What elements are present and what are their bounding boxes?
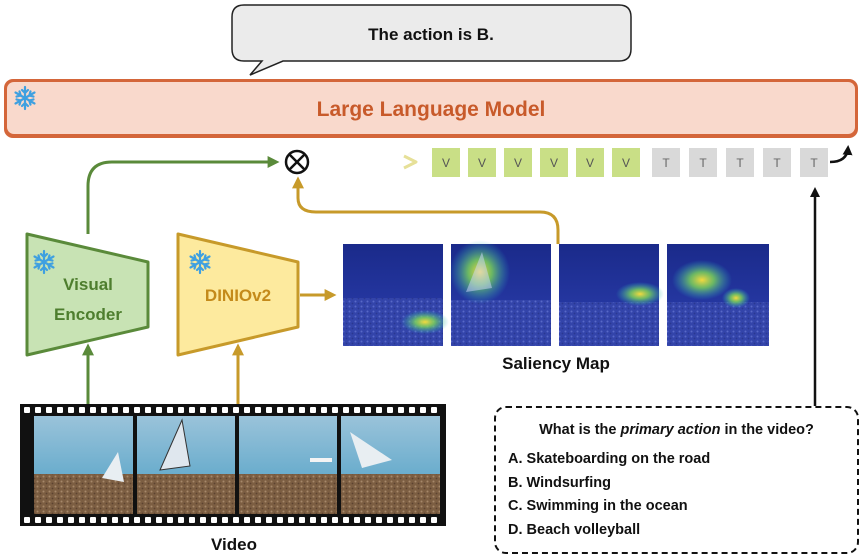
saliency-frame (667, 244, 769, 346)
video-frame (34, 416, 133, 514)
visual-token: V (468, 148, 496, 177)
video-frame (239, 416, 337, 514)
text-token-row: T T T T T (652, 148, 828, 177)
visual-token: V (432, 148, 460, 177)
saliency-map: Saliency Map (343, 240, 769, 373)
saliency-to-fusion-arrow (292, 176, 560, 244)
question-emphasis: primary action (620, 422, 721, 438)
svg-text:T: T (736, 156, 744, 170)
video-caption: Video (211, 535, 257, 554)
text-token: T (800, 148, 828, 177)
svg-text:V: V (586, 156, 594, 170)
answer-option: B. Windsurfing (508, 474, 611, 491)
svg-text:V: V (442, 156, 450, 170)
fusion-operator-icon (284, 149, 310, 175)
visual-token-row: V V V V V V (432, 148, 640, 177)
video-film-strip: Video (20, 404, 446, 554)
svg-text:T: T (699, 156, 707, 170)
video-frame (137, 416, 235, 514)
llm-block: Large Language Model (4, 79, 858, 138)
dino-block: DINIOv2 (176, 232, 300, 357)
question-box: What is the primary action in the video?… (494, 406, 859, 554)
dino-label: DINIOv2 (205, 286, 271, 305)
saliency-frame (343, 244, 449, 346)
answer-option: A. Skateboarding on the road (508, 451, 711, 467)
speech-bubble-text: The action is B. (368, 25, 494, 44)
answer-option: C. Swimming in the ocean (508, 498, 688, 514)
svg-text:T: T (773, 156, 781, 170)
llm-label: Large Language Model (317, 98, 546, 121)
svg-text:V: V (550, 156, 558, 170)
visual-token: V (612, 148, 640, 177)
saliency-map-caption: Saliency Map (502, 354, 610, 373)
encoder-to-fusion-arrow (86, 156, 280, 234)
tokens-to-llm-arrow (829, 145, 853, 164)
visual-token: V (504, 148, 532, 177)
saliency-frame (559, 244, 664, 346)
svg-text:V: V (622, 156, 630, 170)
text-token: T (726, 148, 754, 177)
svg-text:V: V (514, 156, 522, 170)
visual-encoder-label-line2: Encoder (54, 305, 122, 324)
answer-option: D. Beach volleyball (508, 521, 641, 538)
visual-encoder-label-line1: Visual (63, 275, 113, 294)
text-token: T (652, 148, 680, 177)
svg-text:V: V (478, 156, 486, 170)
text-token: T (763, 148, 791, 177)
question-text: What is the primary action in the video? (539, 422, 814, 438)
video-frame (341, 416, 440, 514)
speech-bubble: The action is B. (231, 4, 632, 76)
text-token: T (689, 148, 717, 177)
svg-text:T: T (662, 156, 670, 170)
visual-encoder-block: Visual Encoder (25, 232, 150, 357)
saliency-frame (450, 240, 551, 346)
svg-text:T: T (810, 156, 818, 170)
visual-token: V (540, 148, 568, 177)
visual-token: V (576, 148, 604, 177)
fusion-arrowhead (403, 154, 418, 170)
